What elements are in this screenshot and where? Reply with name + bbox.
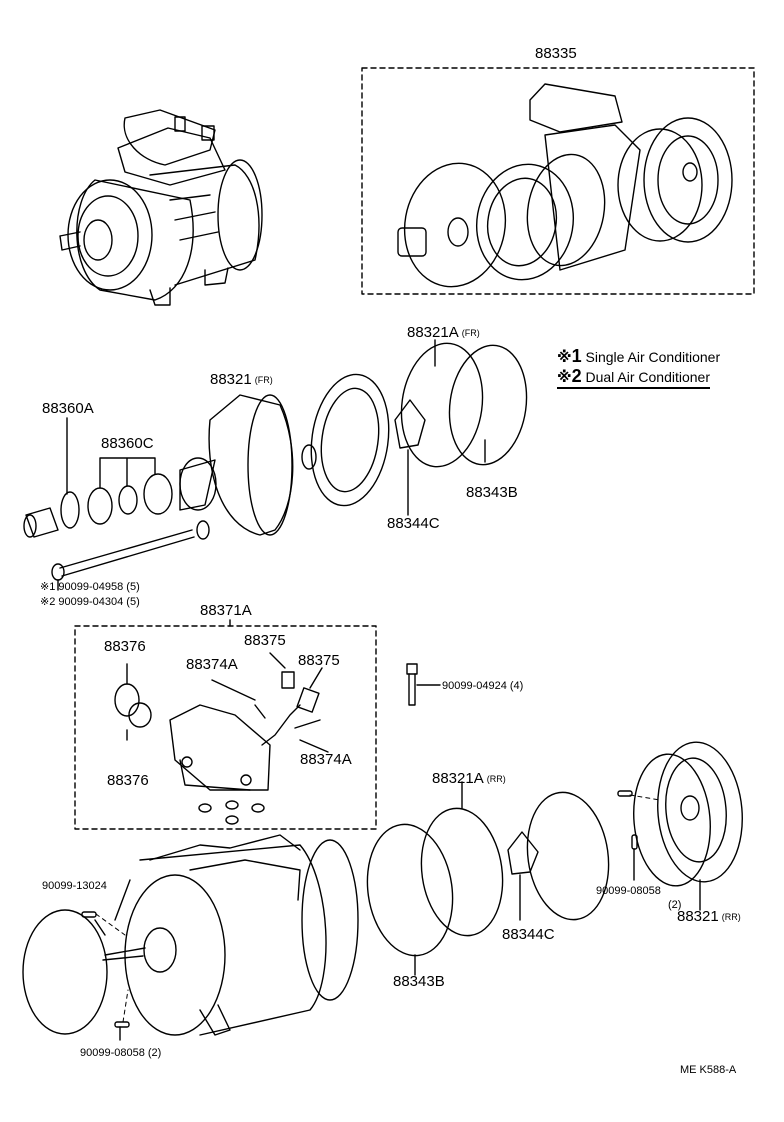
label-88376-bottom: 88376: [107, 772, 149, 789]
note-1-text: Single Air Conditioner: [585, 349, 721, 365]
note-2-mark: ※: [557, 368, 572, 386]
label-88374A-bottom: 88374A: [300, 751, 352, 768]
rr-tag: (RR): [721, 912, 741, 922]
part-number: 88321: [677, 908, 719, 925]
note-2-text: Dual Air Conditioner: [585, 369, 711, 385]
label-88344C-top: 88344C: [387, 515, 440, 532]
part-number: 88321A: [432, 770, 484, 787]
part-number: 88321A: [407, 324, 459, 341]
label-88360A: 88360A: [42, 400, 94, 417]
label-88343B-top: 88343B: [466, 484, 518, 501]
label-88321-fr: 88321(FR): [210, 371, 273, 388]
note-2-number: 2: [571, 366, 582, 386]
label-bolt-04924: 90099-04924 (4): [442, 680, 524, 692]
label-88374A-top: 88374A: [186, 656, 238, 673]
label-88375-b: 88375: [298, 652, 340, 669]
note-2: ※2 Dual Air Conditioner: [557, 366, 711, 389]
alignment-lines: [95, 794, 661, 1023]
label-bolt-single-ac: ※1 90099-04958 (5): [40, 581, 140, 593]
drawing-code: ME K588-A: [680, 1064, 737, 1076]
rear-head-fittings-illustration: [114, 619, 329, 825]
label-88376-top: 88376: [104, 638, 146, 655]
compressor-exploded-kit-illustration: [397, 83, 733, 288]
note-1: ※1 Single Air Conditioner: [557, 346, 720, 367]
label-88321-rr: 88321(RR): [677, 908, 741, 925]
label-90099-08058-left: 90099-08058 (2): [80, 1047, 162, 1059]
fr-tag: (FR): [254, 375, 273, 385]
assembled-compressor-illustration: [59, 109, 263, 306]
rr-tag: (RR): [486, 774, 506, 784]
label-90099-08058-right-qty: (2): [668, 899, 682, 911]
label-88321A-fr: 88321A(FR): [407, 324, 480, 341]
note-1-mark: ※: [557, 348, 572, 366]
front-housing-exploded-illustration: [23, 339, 528, 591]
label-90099-13024: 90099-13024: [42, 880, 107, 892]
label-88371A: 88371A: [200, 602, 252, 619]
bolt-04924-illustration: [406, 663, 441, 706]
rear-section-exploded-illustration: [22, 741, 743, 1041]
label-88343B-bottom: 88343B: [393, 973, 445, 990]
kit-88335-boundary: [361, 67, 755, 295]
label-88335: 88335: [535, 45, 577, 62]
part-number: 88321: [210, 371, 252, 388]
label-88360C: 88360C: [101, 435, 154, 452]
label-88375-a: 88375: [244, 632, 286, 649]
label-90099-08058-right: 90099-08058: [596, 885, 661, 897]
note-1-number: 1: [571, 346, 582, 366]
label-bolt-dual-ac: ※2 90099-04304 (5): [40, 596, 140, 608]
label-88344C-bottom: 88344C: [502, 926, 555, 943]
label-88321A-rr: 88321A(RR): [432, 770, 506, 787]
fr-tag: (FR): [461, 328, 480, 338]
